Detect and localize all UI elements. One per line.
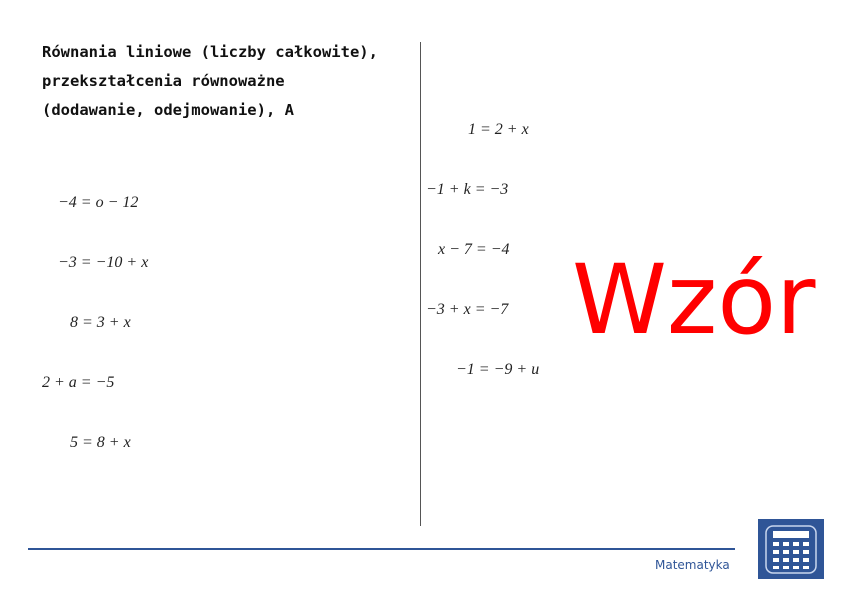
equation: x − 7 = −4 [438, 241, 510, 258]
equation: 1 = 2 + x [468, 121, 529, 138]
title-line: przekształcenia równoważne [42, 72, 285, 90]
equation: −4 = o − 12 [58, 194, 139, 211]
equation: 2 + a = −5 [42, 374, 115, 391]
equation: −1 + k = −3 [426, 181, 509, 198]
title-line: (dodawanie, odejmowanie), A [42, 101, 294, 119]
column-divider [420, 42, 421, 526]
equation: 5 = 8 + x [70, 434, 131, 451]
footer-rule [28, 548, 735, 550]
subject-label: Matematyka [655, 558, 730, 572]
equation: −3 = −10 + x [58, 254, 149, 271]
equation: 8 = 3 + x [70, 314, 131, 331]
title-line: Równania liniowe (liczby całkowite), [42, 43, 378, 61]
equation: −3 + x = −7 [426, 301, 509, 318]
worksheet-title: Równania liniowe (liczby całkowite), prz… [42, 38, 378, 125]
watermark: Wzór [572, 244, 816, 356]
calculator-icon [758, 519, 824, 579]
equation: −1 = −9 + u [456, 361, 540, 378]
